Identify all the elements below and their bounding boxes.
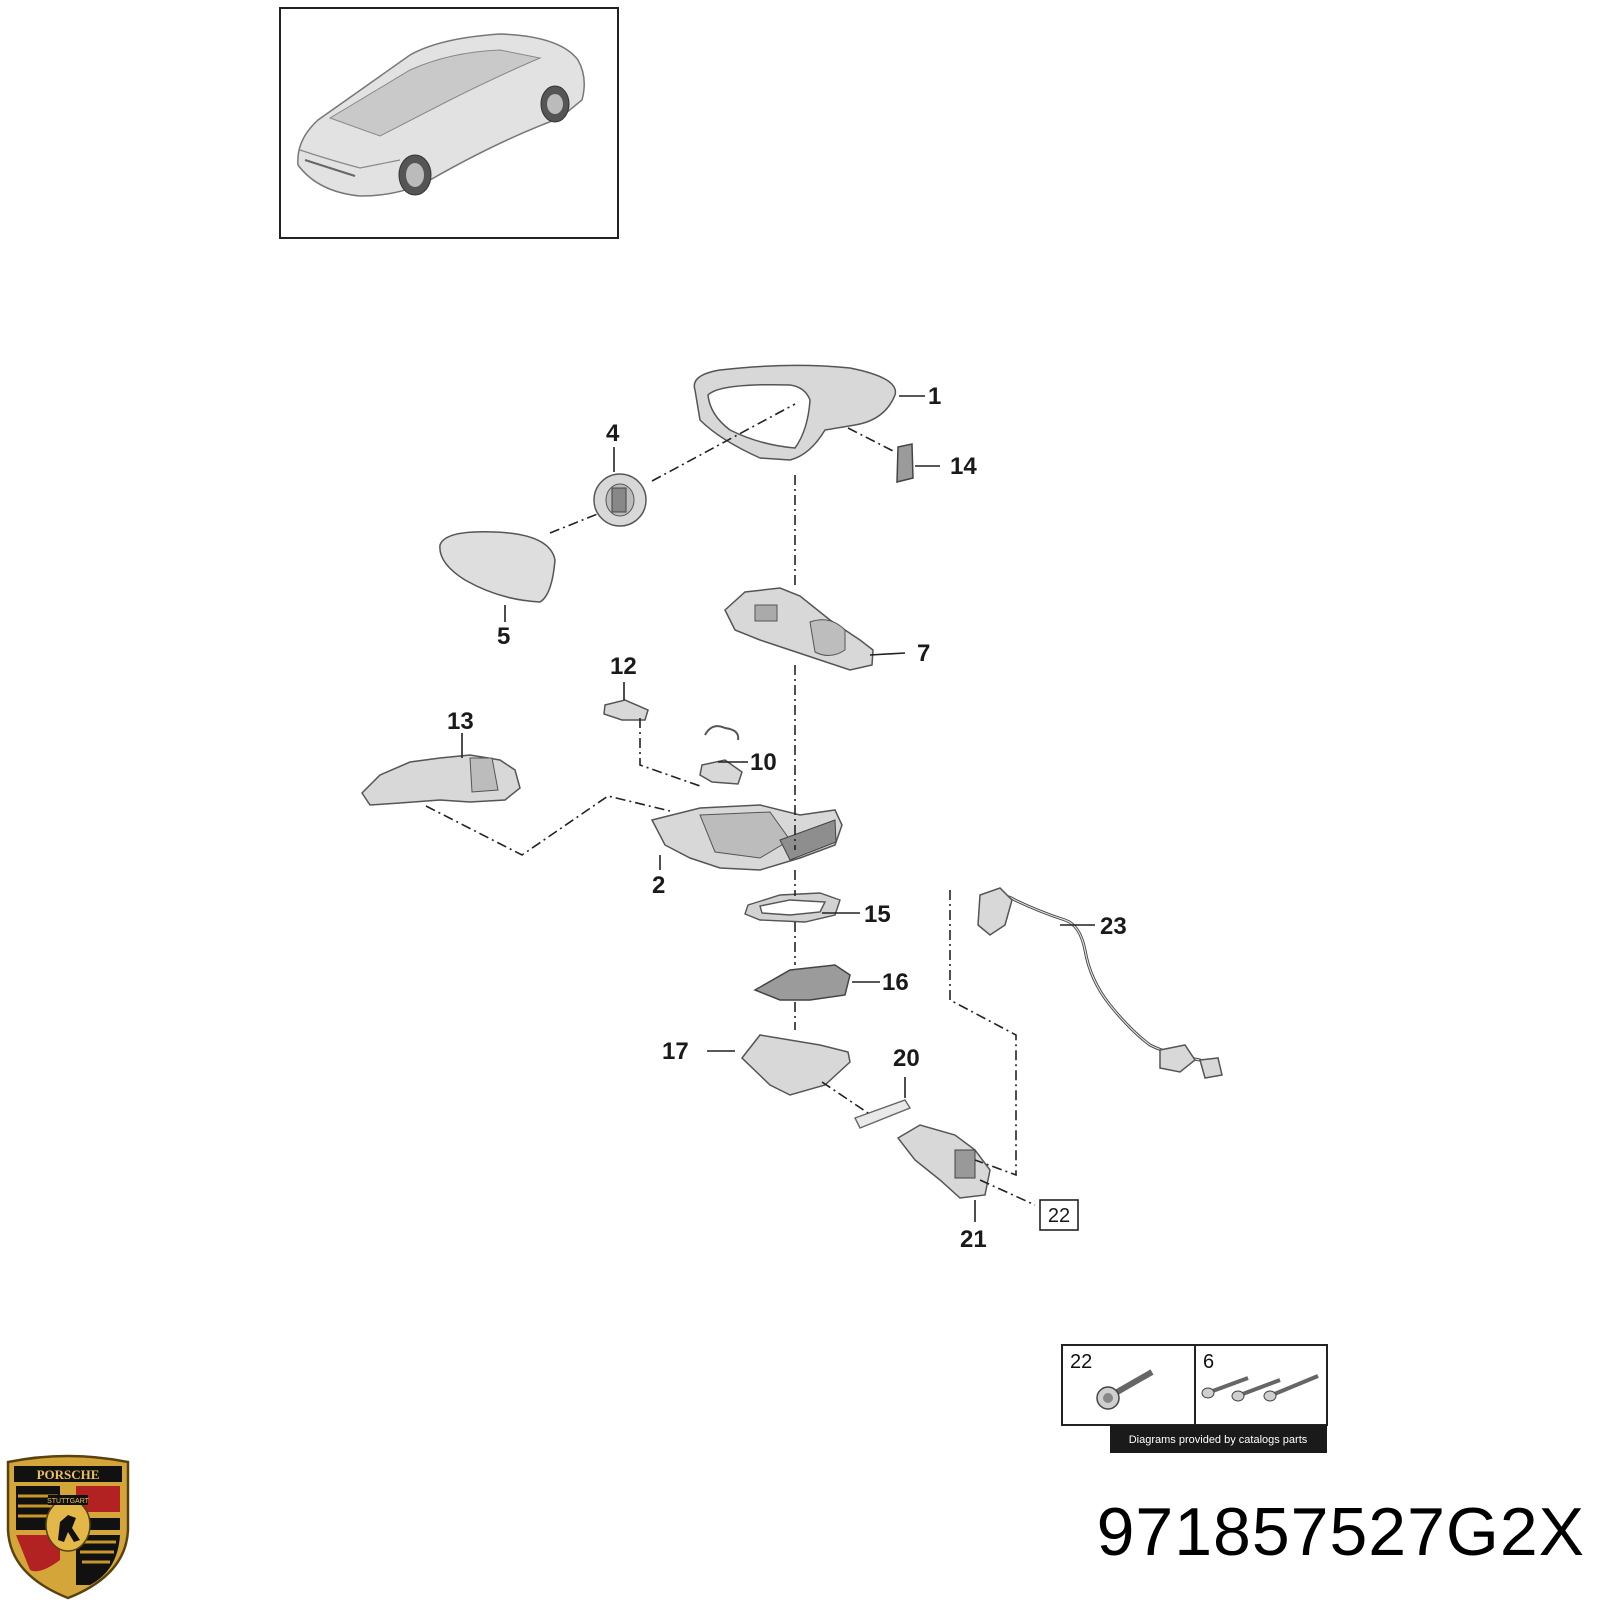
part-number: 971857527G2X [1097,1494,1585,1570]
callout-23: 23 [1100,913,1127,940]
fastener-legend: 22 6 Diagrams provided by catalogs parts [1061,1344,1328,1453]
callout-17: 17 [662,1038,689,1065]
screw-icon [1201,1374,1319,1402]
callout-16: 16 [882,969,909,996]
callout-1: 1 [928,383,941,410]
callout-22: 22 [1048,1205,1070,1227]
callout-10: 10 [750,749,777,776]
legend-bolt-number: 22 [1070,1351,1092,1373]
diagram-credit: Diagrams provided by catalogs parts [1129,1434,1308,1446]
glass-actuator-part [593,473,647,527]
lower-trim-part [753,964,851,1001]
trim-piece-part [896,443,914,483]
porsche-crest-logo: PORSCHE STUTTGART [6,1454,130,1600]
callout-2: 2 [652,872,665,899]
callouts: 1 14 4 5 7 12 10 13 2 15 16 17 20 21 23 [447,383,1127,1253]
mirror-base-part [650,804,843,871]
vehicle-thumbnail [279,7,619,239]
callout-13: 13 [447,708,474,735]
callout-21: 21 [960,1226,987,1253]
callout-4: 4 [606,420,620,447]
svg-text:STUTTGART: STUTTGART [47,1498,90,1505]
bolt-icon [1096,1369,1154,1410]
gasket-part [744,892,841,923]
led-strip-part [854,1099,912,1129]
cover-plate-part [740,1034,851,1096]
wiring-harness-part [977,887,1223,1079]
leader-lines [461,395,1095,1222]
mirror-bracket-part [724,587,874,671]
light-unit-part [699,725,743,785]
clip-part [603,699,649,721]
lower-cover-part [361,754,521,806]
callout-14: 14 [950,453,977,480]
callout-22-box: 22 [1039,1199,1079,1231]
legend-screw-number: 6 [1203,1351,1214,1373]
mirror-glass-part [439,531,556,603]
callout-12: 12 [610,653,637,680]
mirror-housing-part [693,364,897,461]
callout-20: 20 [893,1045,920,1072]
assembly-lines [425,403,1036,1206]
puddle-light-part [896,1124,991,1199]
svg-text:PORSCHE: PORSCHE [37,1467,100,1482]
callout-5: 5 [497,623,510,650]
callout-15: 15 [864,901,891,928]
callout-7: 7 [917,640,930,667]
